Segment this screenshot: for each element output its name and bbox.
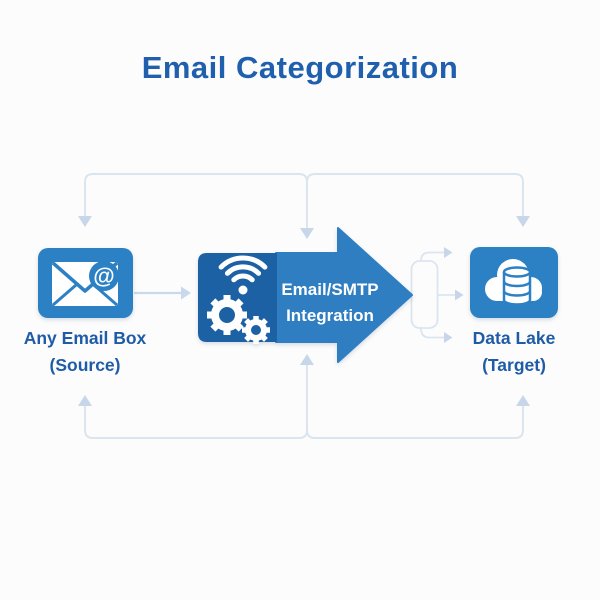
target-label-line2: (Target): [482, 355, 546, 375]
arrowhead-down-icon: [300, 228, 314, 239]
arrowhead-down-icon: [78, 216, 92, 227]
bottom-connector-arrowheads: [78, 354, 530, 406]
source-label-line2: (Source): [49, 355, 121, 375]
arrowhead-right-icon: [444, 332, 453, 343]
source-label-line1: Any Email Box: [23, 328, 147, 348]
fork-top-branch: [420, 251, 445, 262]
at-symbol-icon: @: [93, 264, 114, 289]
source-label: Any Email Box (Source): [10, 325, 160, 379]
arrowhead-right-icon: [181, 286, 191, 300]
envelope-at-icon: @: [51, 261, 119, 307]
cloud-database-icon: [485, 259, 542, 306]
fork-bottom-branch: [420, 327, 445, 339]
gears-icon: [207, 295, 270, 344]
integration-node: [198, 227, 413, 363]
top-connector: [84, 173, 524, 229]
integration-label-line1: Email/SMTP: [281, 280, 379, 299]
source-node: @: [38, 248, 133, 318]
integration-label: Email/SMTP Integration: [266, 277, 394, 329]
bottom-connector-right-path: [306, 403, 524, 439]
arrowhead-up-icon: [78, 395, 92, 406]
source-to-integration-connector: [133, 286, 191, 300]
arrowhead-up-icon: [300, 354, 314, 365]
target-node: [470, 247, 558, 318]
top-connector-left-path: [84, 173, 308, 229]
wifi-icon: [218, 255, 268, 295]
arrowhead-right-icon: [444, 247, 453, 258]
bottom-connector: [84, 363, 524, 439]
page-title: Email Categorization: [141, 50, 459, 85]
integration-label-line2: Integration: [286, 306, 374, 325]
arrowhead-down-icon: [516, 216, 530, 227]
target-label: Data Lake (Target): [439, 325, 589, 379]
target-label-line1: Data Lake: [472, 328, 556, 348]
fork-arrowheads: [444, 247, 464, 343]
arrowhead-up-icon: [516, 395, 530, 406]
fork-junction-outline: [410, 260, 439, 329]
arrowhead-right-icon: [455, 289, 464, 301]
integration-arrow-shape: [275, 227, 413, 363]
top-connector-arrowheads: [78, 216, 530, 239]
top-connector-right-path: [306, 173, 524, 219]
